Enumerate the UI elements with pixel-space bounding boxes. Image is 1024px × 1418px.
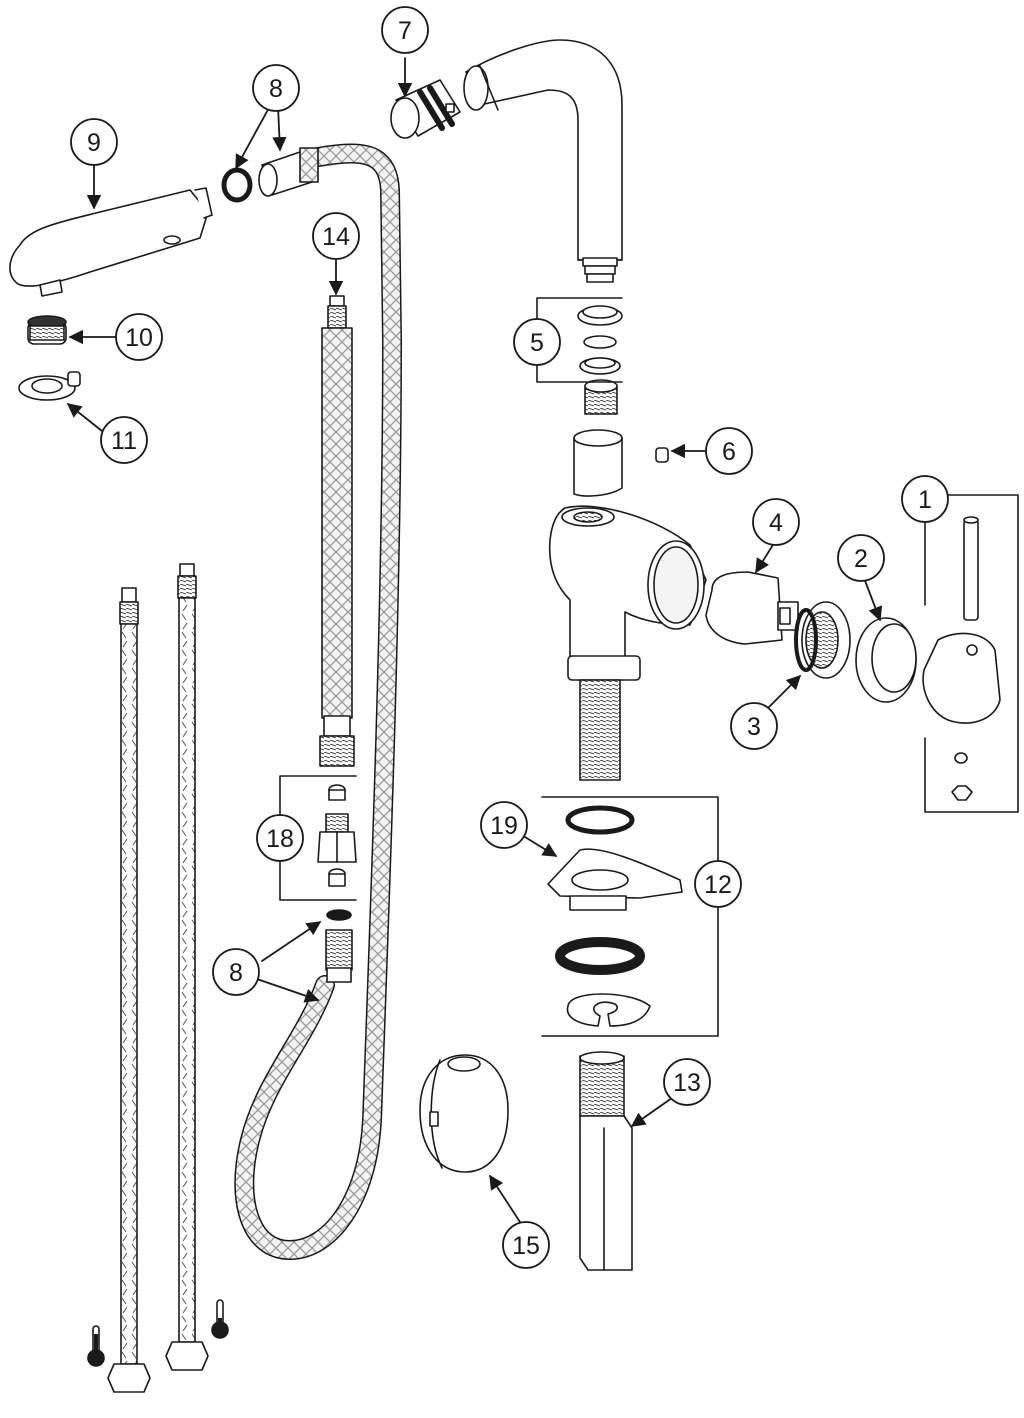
hose-end-8: [325, 909, 353, 983]
leader-arrows: [66, 57, 883, 1223]
mounting-kit-12: [547, 805, 683, 1027]
callout-5: 5: [513, 318, 561, 366]
bonnet-nut-3: [794, 601, 851, 679]
callout-8-bottom: 8: [212, 948, 260, 996]
hose-nut-8: [221, 147, 319, 203]
callout-19-label: 19: [490, 812, 518, 840]
escutcheon-2: [855, 617, 917, 703]
spray-head-9: [9, 187, 213, 297]
callout-14: 14: [312, 212, 360, 260]
callout-8-bottom-label: 8: [229, 959, 243, 987]
mounting-stud-13: [579, 1051, 633, 1271]
faucet-body: [548, 505, 707, 781]
callout-11-label: 11: [111, 427, 137, 455]
supply-hose-hot: [107, 587, 151, 1393]
callout-15-label: 15: [512, 1232, 540, 1260]
callout-10: 10: [115, 313, 163, 361]
callout-4: 4: [752, 498, 800, 546]
callout-1: 1: [901, 475, 949, 523]
callout-8-top-label: 8: [269, 75, 283, 103]
callout-6: 6: [705, 427, 753, 475]
handle-1: [922, 516, 1001, 801]
callout-10-label: 10: [125, 324, 153, 352]
set-screw-6: [655, 447, 669, 463]
callout-14-label: 14: [322, 223, 350, 251]
pullout-hose: [234, 143, 402, 1260]
callout-3-label: 3: [747, 713, 761, 741]
callout-1-label: 1: [918, 486, 932, 514]
callout-2-label: 2: [854, 545, 868, 573]
thermometer-hot-icon: [87, 1325, 105, 1367]
aerator-10: [27, 315, 67, 345]
spout: [463, 39, 623, 283]
diverter-7: [390, 79, 461, 139]
callout-11: 11: [100, 416, 148, 464]
hose-connector-14: [319, 295, 355, 767]
callout-12: 12: [694, 860, 742, 908]
callout-18-label: 18: [266, 825, 294, 853]
callout-3: 3: [730, 702, 778, 750]
callout-8-top: 8: [252, 64, 300, 112]
thermometer-cold-icon: [211, 1299, 229, 1339]
adapter-18: [317, 784, 357, 887]
callout-18: 18: [256, 814, 304, 862]
hose-weight-15: [419, 1054, 509, 1173]
spout-collar-5: [577, 305, 623, 415]
aerator-ring-11: [18, 371, 81, 401]
callout-7: 7: [381, 6, 429, 54]
callout-5-label: 5: [530, 329, 544, 357]
callouts: 1 2 3 4 5 6 7 8: [70, 6, 949, 1269]
callout-9-label: 9: [87, 129, 101, 157]
supply-hose-cold: [165, 563, 209, 1371]
callout-7-label: 7: [398, 17, 412, 45]
callout-13: 13: [663, 1058, 711, 1106]
callout-6-label: 6: [722, 438, 736, 466]
callout-19: 19: [480, 801, 528, 849]
callout-4-label: 4: [769, 509, 783, 537]
cartridge-4: [705, 571, 799, 645]
callout-12-label: 12: [704, 871, 732, 899]
callout-15: 15: [502, 1221, 550, 1269]
callout-2: 2: [837, 534, 885, 582]
callout-13-label: 13: [673, 1069, 701, 1097]
sleeve: [573, 429, 623, 497]
callout-9: 9: [70, 118, 118, 166]
